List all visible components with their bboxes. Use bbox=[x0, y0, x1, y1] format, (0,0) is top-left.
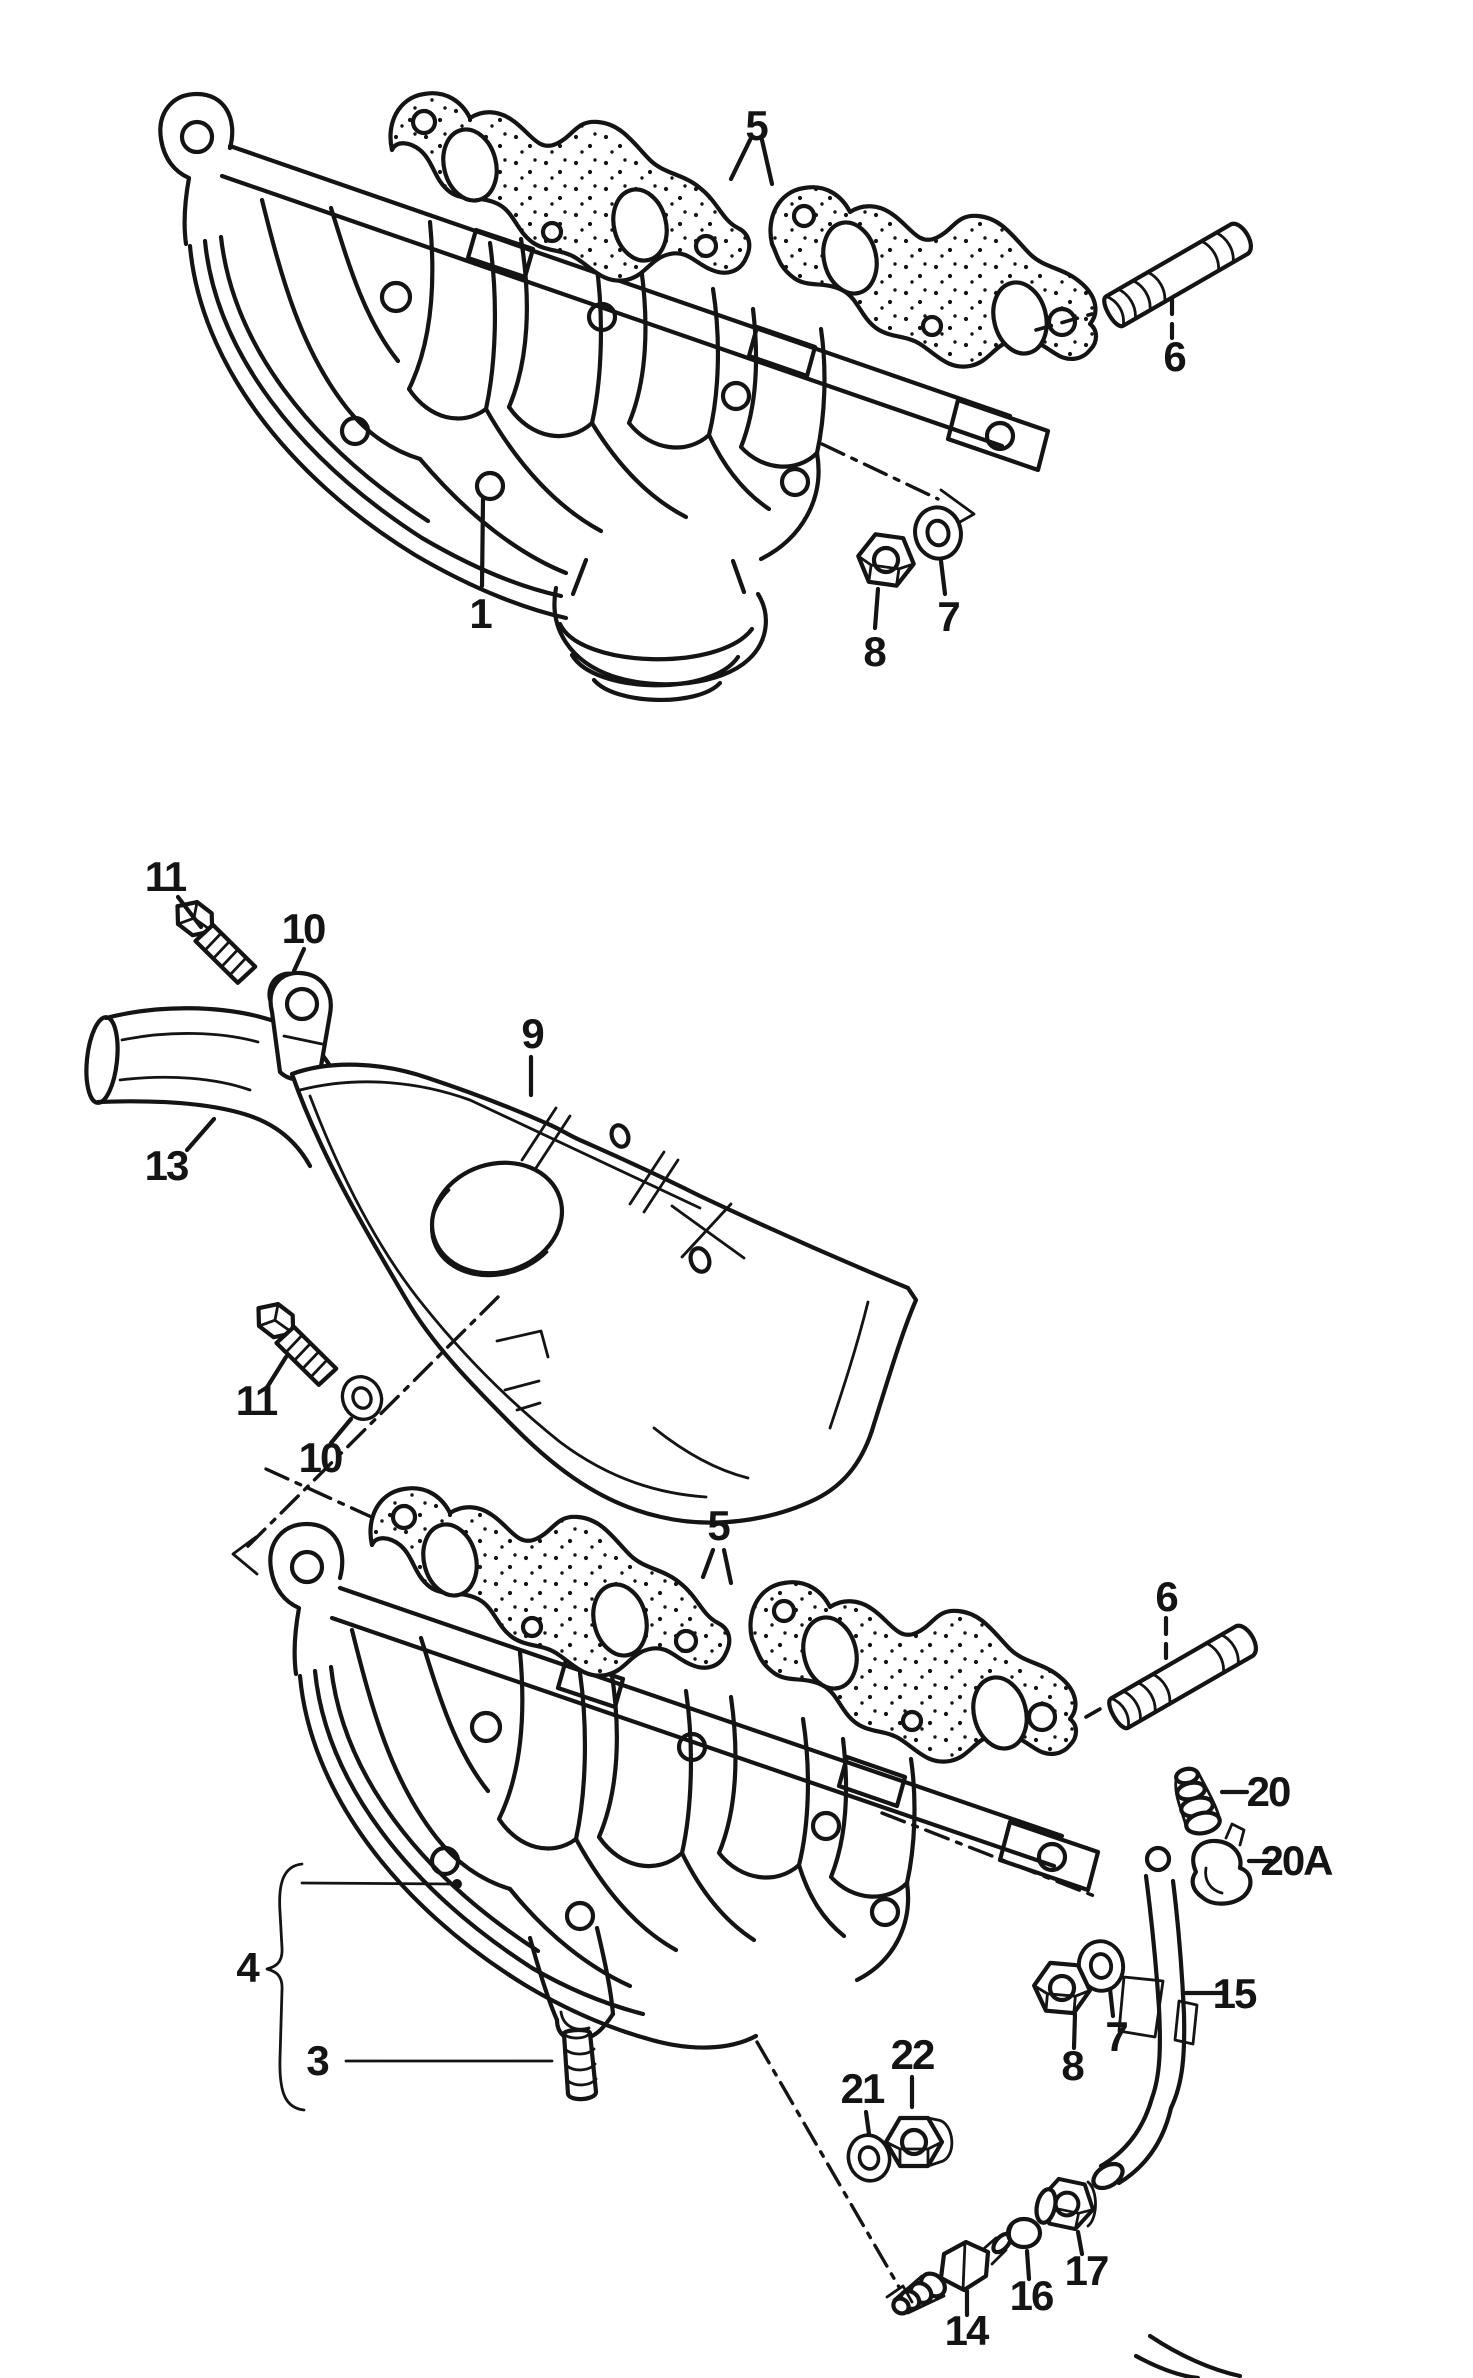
leader-lines-upper bbox=[479, 137, 1175, 631]
part-20a-clamp bbox=[1190, 1822, 1253, 1906]
nut-upper bbox=[855, 532, 917, 587]
part-label-20a: 20A bbox=[1260, 1837, 1333, 1884]
exhaust-manifold-lower bbox=[268, 1521, 1101, 2050]
part-label-15: 15 bbox=[1212, 1970, 1258, 2017]
part-label-14: 14 bbox=[944, 2307, 990, 2354]
assembly-axis-dash-upper bbox=[1034, 312, 1094, 332]
part-label-22: 22 bbox=[890, 2031, 936, 2078]
part-label-16: 16 bbox=[1009, 2272, 1055, 2319]
heat-shield-9 bbox=[289, 1062, 919, 1525]
part-15-pipe bbox=[1091, 1845, 1199, 2191]
bracket-4-brace bbox=[265, 1862, 554, 2112]
bolt-b bbox=[240, 1297, 351, 1388]
part-16-sleeve bbox=[1005, 2216, 1043, 2250]
part-3-stud bbox=[561, 2027, 599, 2102]
washer-b bbox=[334, 1369, 390, 1427]
part-label-5-upper: 5 bbox=[745, 102, 768, 149]
part-label-11-b: 11 bbox=[235, 1377, 278, 1424]
part-17-union-nut bbox=[1034, 2174, 1100, 2234]
part-label-5-lower: 5 bbox=[707, 1502, 730, 1549]
part-label-3: 3 bbox=[306, 2037, 329, 2084]
part-label-7-upper: 7 bbox=[937, 593, 960, 640]
assembly-axes-lower bbox=[755, 1811, 1099, 2304]
part-label-10-b: 10 bbox=[298, 1434, 344, 1481]
part-label-13: 13 bbox=[144, 1142, 190, 1189]
part-label-6-upper: 6 bbox=[1163, 333, 1186, 380]
bolt-a bbox=[159, 895, 270, 986]
part-20-fitting bbox=[1174, 1766, 1222, 1836]
leader-lines-middle bbox=[175, 894, 534, 1446]
part-label-17: 17 bbox=[1064, 2247, 1110, 2294]
part-22-plug bbox=[886, 2118, 954, 2166]
stud-lower bbox=[1105, 1622, 1260, 1731]
part-label-8-upper: 8 bbox=[863, 628, 886, 675]
leader-lines-lower bbox=[700, 1547, 1274, 2318]
downpipe-fragment bbox=[1133, 2333, 1243, 2378]
part-label-10-a: 10 bbox=[281, 905, 327, 952]
part-label-4: 4 bbox=[236, 1944, 259, 1991]
part-label-1: 1 bbox=[469, 590, 492, 637]
part-label-6-lower: 6 bbox=[1155, 1573, 1178, 1620]
part-label-8-lower: 8 bbox=[1061, 2042, 1084, 2089]
air-duct-pipe-13 bbox=[84, 970, 352, 1169]
stud-upper bbox=[1100, 220, 1255, 329]
part-label-9: 9 bbox=[521, 1010, 544, 1057]
exhaust-manifold-upper bbox=[158, 91, 1051, 703]
part-14-fitting bbox=[891, 2231, 1013, 2316]
assembly-axis-dash-lower bbox=[1084, 1703, 1109, 1719]
washer-upper bbox=[908, 501, 968, 565]
part-label-21: 21 bbox=[840, 2065, 886, 2112]
part-label-20: 20 bbox=[1246, 1768, 1292, 1815]
part-label-7-lower: 7 bbox=[1105, 2013, 1128, 2060]
part-label-11-a: 11 bbox=[144, 853, 187, 900]
